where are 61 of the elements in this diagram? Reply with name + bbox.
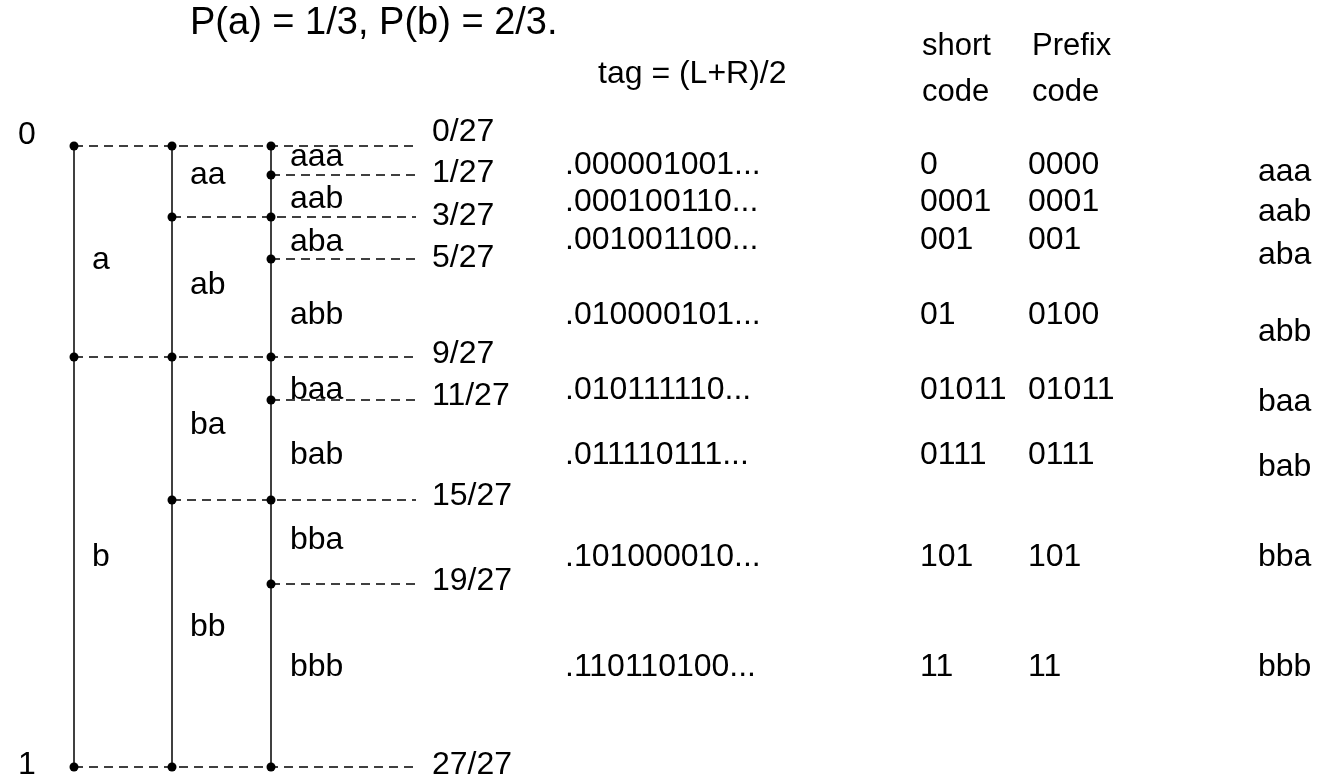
interval-label: ba xyxy=(190,407,226,439)
prefix-code-value: 01011 xyxy=(1028,372,1115,404)
interval-label: ab xyxy=(190,267,226,299)
interval-label: abb xyxy=(290,297,344,329)
sequence-label: aaa xyxy=(1258,154,1312,186)
column-header: tag = (L+R)/2 xyxy=(598,56,787,88)
interval-label: aaa xyxy=(290,139,344,171)
axis-end-label: 1 xyxy=(18,747,36,779)
tag-value: .001001100... xyxy=(565,222,759,254)
sequence-label: bab xyxy=(1258,449,1312,481)
sequence-label: aba xyxy=(1258,237,1312,269)
interval-label: bbb xyxy=(290,649,344,681)
fraction-label: 1/27 xyxy=(432,155,495,187)
sequence-label: baa xyxy=(1258,384,1312,416)
tag-value: .000001001... xyxy=(565,147,761,179)
fraction-label: 27/27 xyxy=(432,747,513,779)
prefix-code-value: 0100 xyxy=(1028,297,1100,329)
tag-value: .010000101... xyxy=(565,297,761,329)
sequence-label: bba xyxy=(1258,539,1312,571)
axis-end-label: 0 xyxy=(18,117,36,149)
fraction-label: 11/27 xyxy=(432,378,510,410)
interval-label: aba xyxy=(290,224,344,256)
short-code-value: 101 xyxy=(920,539,974,571)
short-code-value: 0 xyxy=(920,147,938,179)
interval-label: a xyxy=(92,242,110,274)
interval-label: aa xyxy=(190,157,226,189)
tag-value: .011110111... xyxy=(565,437,749,469)
fraction-label: 0/27 xyxy=(432,114,495,146)
tag-value: .000100110... xyxy=(565,184,759,216)
prefix-code-value: 0111 xyxy=(1028,437,1095,469)
sequence-label: aab xyxy=(1258,194,1312,226)
short-code-value: 01011 xyxy=(920,372,1007,404)
prefix-code-value: 101 xyxy=(1028,539,1082,571)
short-code-value: 0111 xyxy=(920,437,987,469)
column-header: Prefix code xyxy=(1032,26,1113,110)
sequence-label: abb xyxy=(1258,314,1312,346)
short-code-value: 001 xyxy=(920,222,974,254)
tag-value: .010111110... xyxy=(565,372,752,404)
prefix-code-value: 0001 xyxy=(1028,184,1100,216)
prefix-code-value: 0000 xyxy=(1028,147,1100,179)
sequence-label: bbb xyxy=(1258,649,1312,681)
fraction-label: 9/27 xyxy=(432,336,495,368)
tag-value: .101000010... xyxy=(565,539,761,571)
fraction-label: 19/27 xyxy=(432,563,513,595)
short-code-value: 11 xyxy=(920,649,954,681)
interval-label: aab xyxy=(290,181,344,213)
column-header: short code xyxy=(922,26,992,110)
interval-label: b xyxy=(92,539,110,571)
interval-label: bab xyxy=(290,437,344,469)
interval-label: bba xyxy=(290,522,344,554)
title: P(a) = 1/3, P(b) = 2/3. xyxy=(190,2,558,40)
short-code-value: 0001 xyxy=(920,184,992,216)
tag-value: .110110100... xyxy=(565,649,756,681)
interval-label: bb xyxy=(190,609,226,641)
prefix-code-value: 11 xyxy=(1028,649,1062,681)
prefix-code-value: 001 xyxy=(1028,222,1082,254)
fraction-label: 15/27 xyxy=(432,478,513,510)
short-code-value: 01 xyxy=(920,297,956,329)
fraction-label: 5/27 xyxy=(432,240,495,272)
fraction-label: 3/27 xyxy=(432,198,495,230)
interval-label: baa xyxy=(290,372,344,404)
